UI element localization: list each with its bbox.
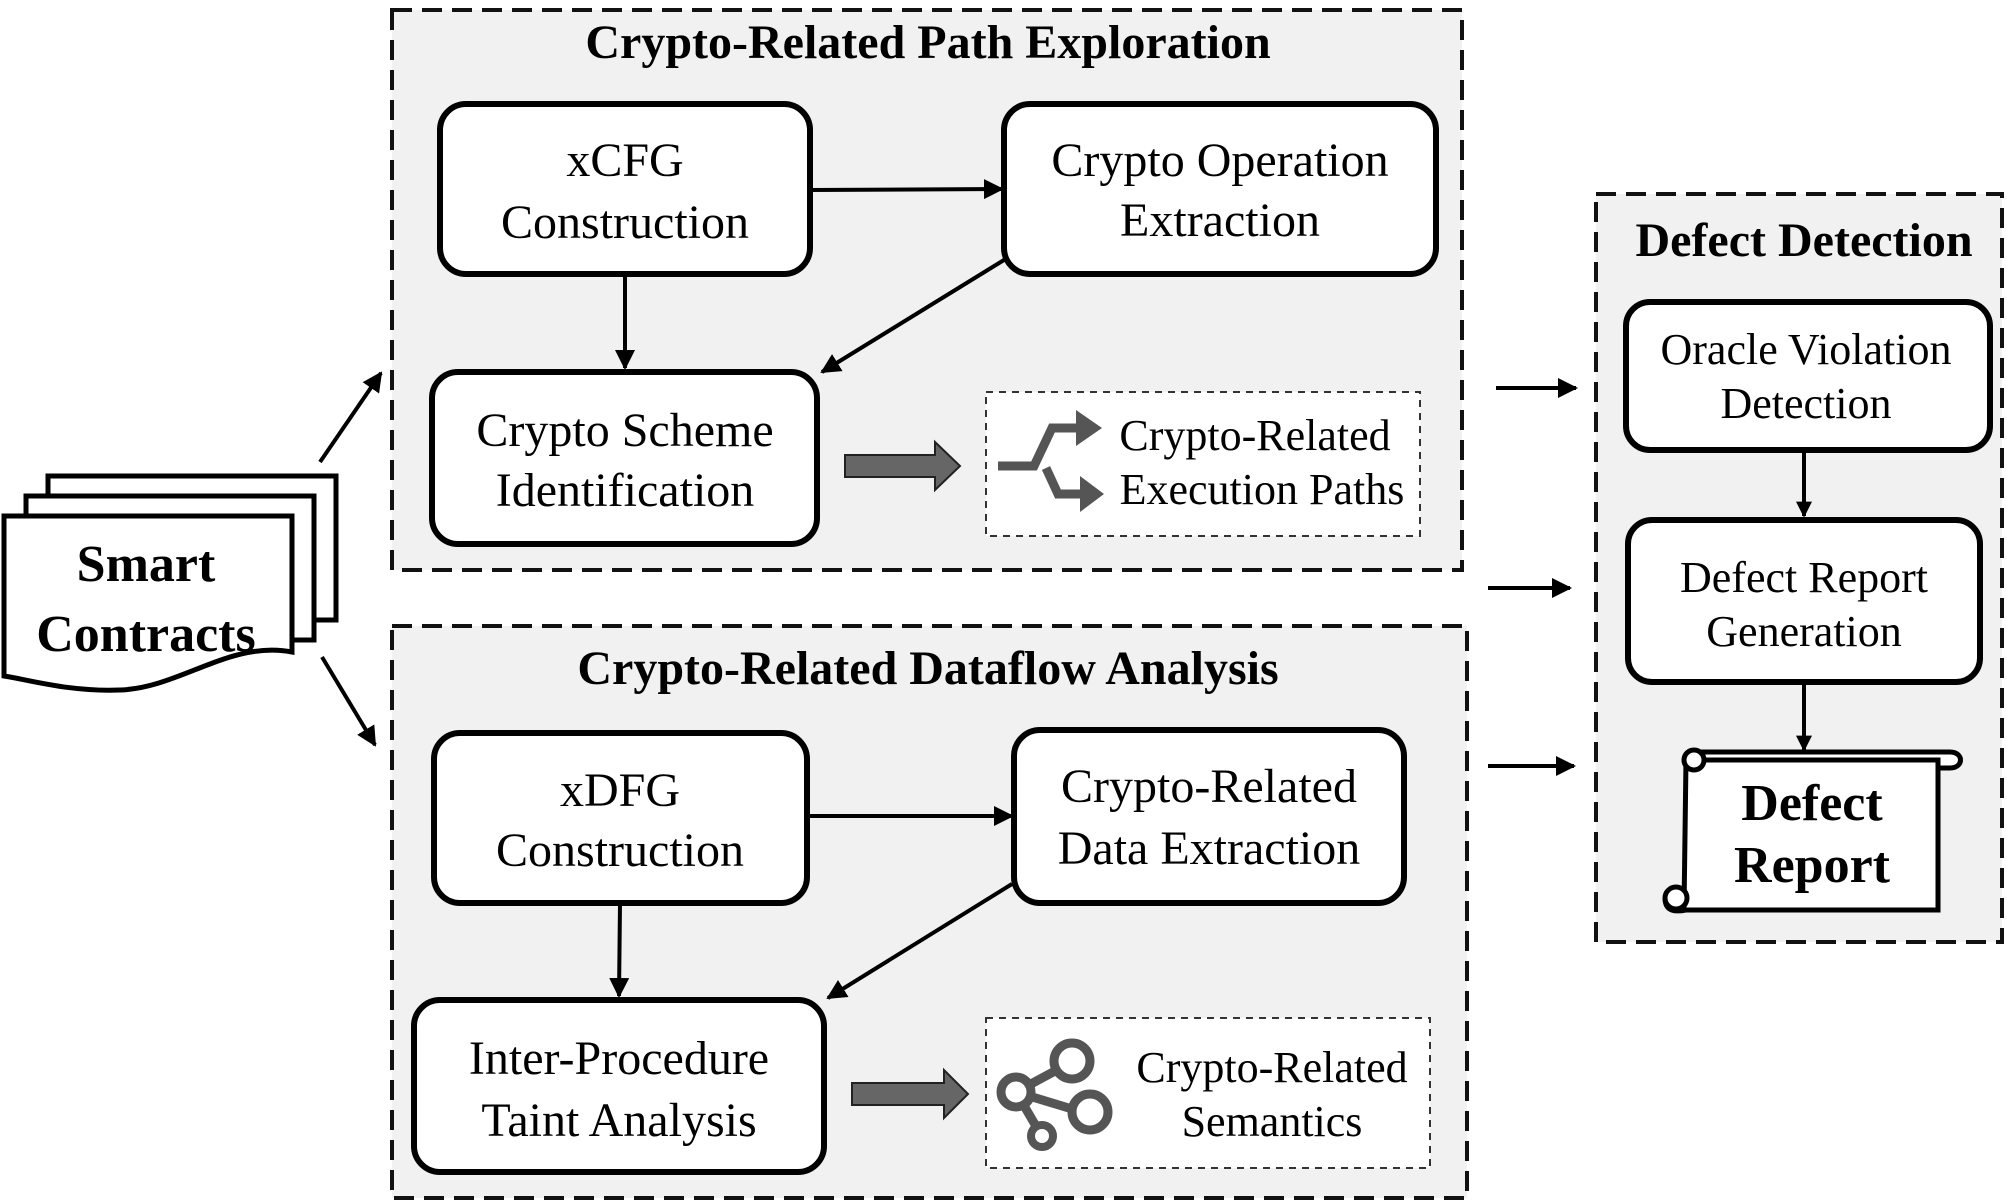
scheme-label-line1: Crypto Scheme	[476, 404, 773, 457]
data-extract-label-line1: Crypto-Related	[1061, 760, 1357, 813]
defect-report-scroll: Defect Report	[1662, 747, 1963, 914]
oracle-violation-detection-box: Oracle Violation Detection	[1623, 299, 1993, 453]
branching-path-arrows-icon	[998, 410, 1104, 512]
smart-contracts-line1: Smart	[77, 536, 216, 593]
semantics-line1: Crypto-Related	[1136, 1043, 1407, 1092]
xcfg-construction-box: xCFG Construction	[437, 101, 813, 277]
share-nodes-icon	[996, 1038, 1113, 1151]
arrow-to-dataflow-analysis	[320, 655, 377, 747]
output-arrow-paths	[844, 439, 962, 493]
defect-report-generation-box: Defect Report Generation	[1625, 517, 1983, 685]
semantics-output: Crypto-Related Semantics	[985, 1017, 1431, 1169]
semantics-line2: Semantics	[1182, 1097, 1363, 1146]
dataflow-analysis-panel: Crypto-Related Dataflow Analysis xDFG Co…	[390, 624, 1469, 1200]
execution-paths-output: Crypto-Related Execution Paths	[985, 391, 1421, 537]
smart-contracts-line2: Contracts	[36, 606, 256, 663]
taint-analysis-box: Inter-Procedure Taint Analysis	[411, 997, 827, 1175]
path-exploration-title: Crypto-Related Path Exploration	[585, 16, 1270, 69]
smart-contracts-input: Smart Contracts	[1, 473, 339, 693]
oracle-label-line1: Oracle Violation	[1660, 325, 1951, 374]
xdfg-construction-box: xDFG Construction	[431, 730, 810, 906]
report-gen-label-line2: Generation	[1706, 607, 1901, 656]
report-gen-label-line1: Defect Report	[1680, 553, 1928, 602]
crypto-related-data-extraction-box: Crypto-Related Data Extraction	[1011, 727, 1407, 906]
stacked-documents-icon	[1, 473, 339, 693]
defect-report-line1: Defect	[1741, 775, 1883, 832]
edge-xcfg-to-crypto-op	[809, 179, 1004, 200]
crypto-scheme-identification-box: Crypto Scheme Identification	[429, 369, 820, 547]
xdfg-label-line2: Construction	[496, 824, 744, 877]
defect-detection-title: Defect Detection	[1635, 214, 1972, 267]
crypto-op-label-line2: Extraction	[1120, 194, 1320, 247]
output-arrow-semantics	[851, 1067, 970, 1121]
crypto-op-label-line1: Crypto Operation	[1051, 134, 1388, 187]
edge-data-extract-to-taint	[826, 882, 1014, 1000]
scroll-icon	[1662, 747, 1963, 914]
edge-crypto-op-to-scheme	[820, 258, 1006, 374]
xdfg-label-line1: xDFG	[560, 764, 680, 817]
taint-label-line2: Taint Analysis	[481, 1094, 756, 1147]
scheme-label-line2: Identification	[496, 464, 755, 517]
edge-xdfg-to-taint	[609, 902, 630, 998]
path-exploration-panel: Crypto-Related Path Exploration xCFG Con…	[390, 8, 1464, 572]
taint-label-line1: Inter-Procedure	[469, 1032, 769, 1085]
xcfg-label-line1: xCFG	[566, 134, 683, 187]
defect-report-line2: Report	[1734, 837, 1891, 894]
dataflow-title: Crypto-Related Dataflow Analysis	[577, 642, 1278, 695]
crypto-operation-extraction-box: Crypto Operation Extraction	[1001, 101, 1439, 277]
oracle-label-line2: Detection	[1720, 379, 1891, 428]
xcfg-label-line2: Construction	[501, 196, 749, 249]
execution-paths-line1: Crypto-Related	[1119, 411, 1390, 460]
execution-paths-line2: Execution Paths	[1120, 465, 1405, 514]
defect-detection-panel: Defect Detection Oracle Violation Detect…	[1594, 192, 2004, 944]
arrow-to-path-exploration	[318, 371, 383, 464]
data-extract-label-line2: Data Extraction	[1058, 822, 1361, 875]
